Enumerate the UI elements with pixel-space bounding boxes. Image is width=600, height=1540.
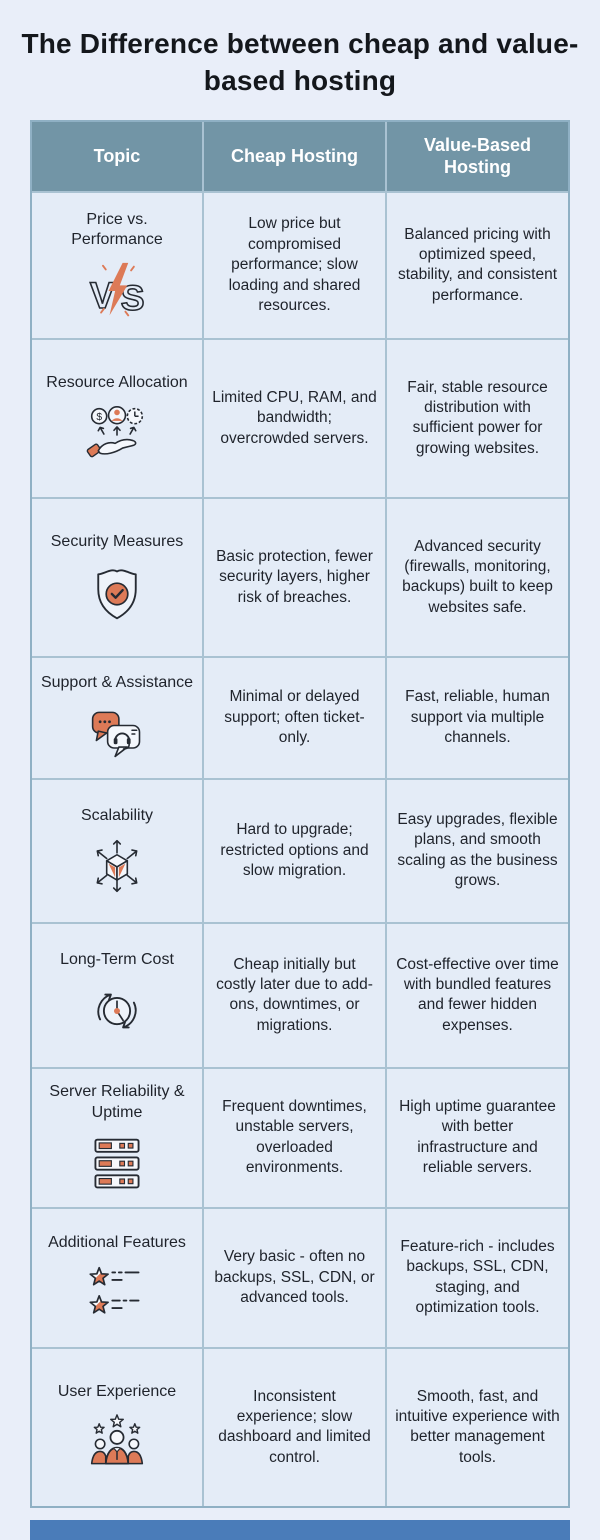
table-row: Additional Features Very basic - often n…: [32, 1206, 568, 1347]
topic-cell: Security Measures: [32, 498, 202, 656]
topic-label: Long-Term Cost: [60, 951, 174, 968]
topic-cell: Price vs. Performance: [32, 192, 202, 338]
cheap-hosting-cell: Minimal or delayed support; often ticket…: [202, 657, 385, 778]
cheap-hosting-cell: Very basic - often no backups, SSL, CDN,…: [202, 1208, 385, 1347]
topic-label: User Experience: [57, 1383, 177, 1400]
cheap-hosting-cell: Limited CPU, RAM, and bandwidth; overcro…: [202, 339, 385, 497]
value-based-cell: Advanced security (firewalls, monitoring…: [385, 498, 568, 656]
value-based-cell: Fast, reliable, human support via multip…: [385, 657, 568, 778]
resource-allocation-icon: [85, 404, 149, 464]
topic-label: Resource Allocation: [46, 374, 188, 391]
table-row: User Experience Inconsistent experience;…: [32, 1346, 568, 1506]
col-header-value: Value-Based Hosting: [385, 121, 568, 191]
table-row: Resource Allocation Limited CPU, RAM, an…: [32, 337, 568, 497]
topic-label: Security Measures: [50, 533, 184, 550]
comparison-table: Topic Cheap Hosting Value-Based Hosting …: [30, 119, 570, 1508]
page-title: The Difference between cheap and value-b…: [21, 28, 579, 96]
value-based-cell: Feature-rich - includes backups, SSL, CD…: [385, 1208, 568, 1347]
table-row: Long-Term Cost Cheap initially but costl…: [32, 921, 568, 1067]
value-based-cell: Smooth, fast, and intuitive experience w…: [385, 1348, 568, 1506]
table-row: Scalability Hard to upgrade; restricted …: [32, 777, 568, 922]
table-row: Price vs. Performance Low price but comp…: [32, 190, 568, 338]
shield-check-icon: [85, 563, 149, 623]
cheap-hosting-cell: Frequent downtimes, unstable servers, ov…: [202, 1068, 385, 1207]
topic-label: Support & Assistance: [40, 673, 194, 691]
feature-list-icon: [85, 1263, 149, 1323]
cheap-hosting-cell: Basic protection, fewer security layers,…: [202, 498, 385, 656]
col-header-cheap: Cheap Hosting: [202, 121, 385, 191]
cheap-hosting-cell: Hard to upgrade; restricted options and …: [202, 779, 385, 922]
cheap-hosting-cell: Cheap initially but costly later due to …: [202, 923, 385, 1067]
table-row: Security Measures Basic protection, fewe…: [32, 496, 568, 656]
topic-label: Scalability: [80, 806, 154, 824]
table-row: Support & Assistance Minimal or delayed …: [32, 655, 568, 778]
topic-cell: Scalability: [32, 779, 202, 922]
cheap-hosting-cell: Low price but compromised performance; s…: [202, 192, 385, 338]
value-based-cell: Cost-effective over time with bundled fe…: [385, 923, 568, 1067]
time-cost-icon: [85, 981, 149, 1041]
header-row: Topic Cheap Hosting Value-Based Hosting: [32, 121, 568, 191]
col-header-topic: Topic: [93, 146, 141, 167]
topic-cell: Long-Term Cost: [32, 923, 202, 1067]
value-based-cell: Fair, stable resource distribution with …: [385, 339, 568, 497]
footer-bar: [30, 1520, 570, 1540]
topic-cell: Server Reliability & Uptime: [32, 1068, 202, 1207]
topic-label: Price vs. Performance: [71, 210, 163, 249]
value-based-cell: Easy upgrades, flexible plans, and smoot…: [385, 779, 568, 922]
cheap-hosting-cell: Inconsistent experience; slow dashboard …: [202, 1348, 385, 1506]
topic-cell: Support & Assistance: [32, 657, 202, 778]
topic-cell: Resource Allocation: [32, 339, 202, 497]
topic-label: Server Reliability & Uptime: [49, 1083, 185, 1121]
topic-cell: User Experience: [32, 1348, 202, 1506]
value-based-cell: High uptime guarantee with better infras…: [385, 1068, 568, 1207]
team-stars-icon: [85, 1413, 149, 1473]
scalability-cube-icon: [85, 836, 149, 896]
table-row: Server Reliability & Uptime Frequent dow…: [32, 1066, 568, 1207]
server-stack-icon: [85, 1134, 149, 1194]
topic-cell: Additional Features: [32, 1208, 202, 1347]
topic-label: Additional Features: [48, 1233, 186, 1251]
vs-icon: [85, 261, 149, 321]
value-based-cell: Balanced pricing with optimized speed, s…: [385, 192, 568, 338]
table-body: Price vs. Performance Low price but comp…: [32, 190, 568, 1506]
support-chat-icon: [85, 703, 149, 763]
